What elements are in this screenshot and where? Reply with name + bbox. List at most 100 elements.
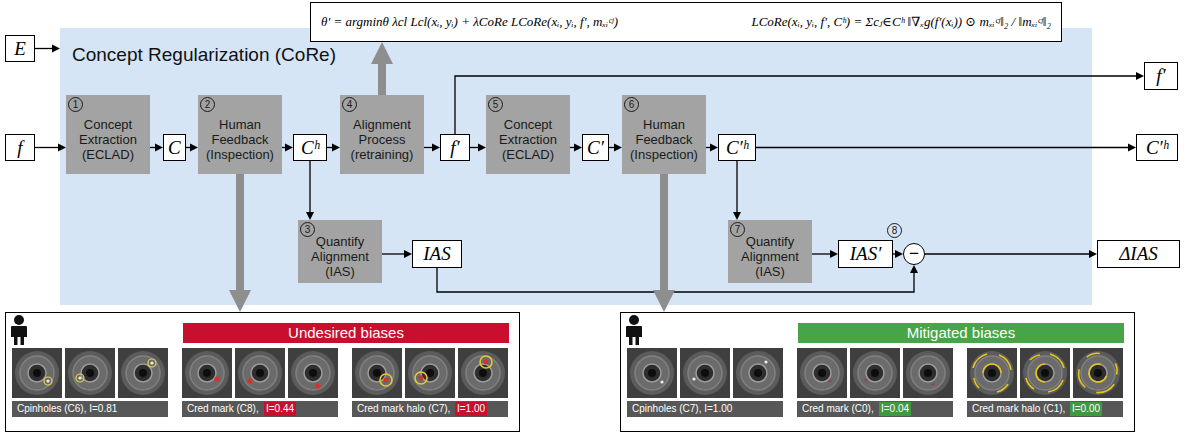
part-photo [680, 348, 730, 398]
variable-label: f [17, 137, 22, 159]
variable-box: C′ [582, 134, 609, 161]
bias-banner: Mitigated biases [798, 323, 1124, 343]
banner-text: Mitigated biases [907, 324, 1015, 342]
arrowhead [58, 144, 66, 152]
connector [309, 161, 310, 214]
step-number: 8 [887, 223, 902, 238]
connector [382, 253, 406, 254]
arrowhead [830, 250, 838, 258]
input-box: f [5, 134, 35, 161]
arrowhead [1136, 72, 1144, 80]
arrowhead [432, 144, 440, 152]
caption-text: Cpinholes (C7), I=1.00 [630, 402, 734, 416]
arrowhead [155, 144, 163, 152]
inspection-panel: Cpinholes (C6), I=0.81Cred mark (C8),I=0… [5, 312, 520, 432]
process-box: 7Quantify Alignment (IAS) [728, 220, 812, 283]
arrowhead [574, 144, 582, 152]
caption-text: I=0.04 [879, 402, 911, 416]
part-photo [797, 348, 847, 398]
part-photo [12, 348, 62, 398]
connector [756, 147, 1130, 148]
caption-text: Cpinholes (C6), I=0.81 [15, 402, 119, 416]
process-box: 5Concept Extraction (ECLAD) [486, 95, 570, 174]
variable-box: f′ [440, 134, 470, 161]
arrowhead [404, 250, 412, 258]
connector [437, 268, 914, 292]
arrowhead [1128, 144, 1136, 152]
part-photo [1020, 348, 1070, 398]
step-label: Human Feedback (Inspection) [625, 105, 703, 162]
formula-text: θ′ = argminθ λcl Lcl(xᵢ, yᵢ) + λCoRe LCo… [321, 14, 618, 30]
arrowhead [371, 42, 393, 64]
step-label: Alignment Process (retraining) [343, 105, 421, 162]
connector [925, 253, 1091, 254]
part-photo [903, 348, 953, 398]
variable-label: C′ʰ [726, 137, 748, 159]
variable-label: C [168, 137, 181, 159]
process-box: 2Human Feedback (Inspection) [198, 95, 282, 174]
caption-text: Cred mark (C0), [800, 402, 876, 416]
variable-label: C′ [587, 137, 604, 159]
person-icon [626, 315, 642, 345]
step-number: 6 [624, 97, 639, 112]
part-photo [850, 348, 900, 398]
step-number: 3 [300, 222, 315, 237]
inspection-panel: Cpinholes (C7), I=1.00 Cred mark (C0),I=0… [620, 312, 1135, 432]
variable-box: C′ʰ [718, 134, 756, 161]
variable-label: f′ [450, 137, 459, 159]
arrowhead [52, 45, 60, 53]
arrowhead [285, 144, 293, 152]
arrowhead [653, 290, 675, 312]
variable-box: C [163, 134, 186, 161]
part-photo [967, 348, 1017, 398]
variable-box: IAS [412, 240, 462, 268]
input-box: E [5, 35, 35, 62]
arrowhead [229, 290, 251, 312]
process-box: 1Concept Extraction (ECLAD) [66, 95, 150, 174]
part-photo [118, 348, 168, 398]
variable-label: Cʰ [301, 137, 319, 159]
step-label: Quantify Alignment (IAS) [731, 222, 809, 279]
step-label: Quantify Alignment (IAS) [301, 222, 379, 279]
arrowhead [332, 144, 340, 152]
part-photo [65, 348, 115, 398]
feedback-arrow [236, 174, 244, 292]
arrowhead [190, 144, 198, 152]
step-label: Concept Extraction (ECLAD) [489, 105, 567, 162]
step-number: 1 [68, 97, 83, 112]
step-number: 7 [730, 222, 745, 237]
difference-operator: 8− [903, 243, 925, 265]
formula-text: LCoRe(xᵢ, yᵢ, f′, Cʰ) = Σcⱼ∈Cʰ ‖∇ₓg(f′(x… [751, 14, 1051, 30]
arrowhead [733, 212, 741, 220]
step-number: 5 [488, 97, 503, 112]
variable-label: IAS′ [850, 243, 882, 265]
method-region: Concept Regularization (CoRe)1Concept Ex… [60, 28, 1092, 305]
process-box: 3Quantify Alignment (IAS) [298, 220, 382, 283]
part-photo [288, 348, 338, 398]
connector [35, 147, 60, 148]
part-photo [627, 348, 677, 398]
connector [35, 48, 54, 49]
step-label: Human Feedback (Inspection) [201, 105, 279, 162]
variable-label: E [14, 38, 26, 60]
part-photo [733, 348, 783, 398]
caption-text: Cred mark halo (C1), [970, 402, 1067, 416]
step-label: Concept Extraction (ECLAD) [69, 105, 147, 162]
variable-label: C′ʰ [1146, 137, 1168, 159]
output-box: C′ʰ [1136, 134, 1178, 161]
feedback-arrow [660, 174, 668, 292]
caption-text: Cred mark halo (C7), [355, 402, 452, 416]
step-number: 4 [342, 97, 357, 112]
part-photo [182, 348, 232, 398]
connector [736, 161, 737, 214]
variable-label: f′ [1156, 65, 1165, 87]
formula-box: θ′ = argminθ λcl Lcl(xᵢ, yᵢ) + λCoRe LCo… [310, 2, 1062, 42]
variable-box: Cʰ [293, 134, 327, 161]
variable-label: ΔIAS [1119, 243, 1158, 265]
caption-text: I=0.44 [264, 402, 296, 416]
part-photo [1073, 348, 1123, 398]
feedback-arrow [378, 62, 386, 95]
